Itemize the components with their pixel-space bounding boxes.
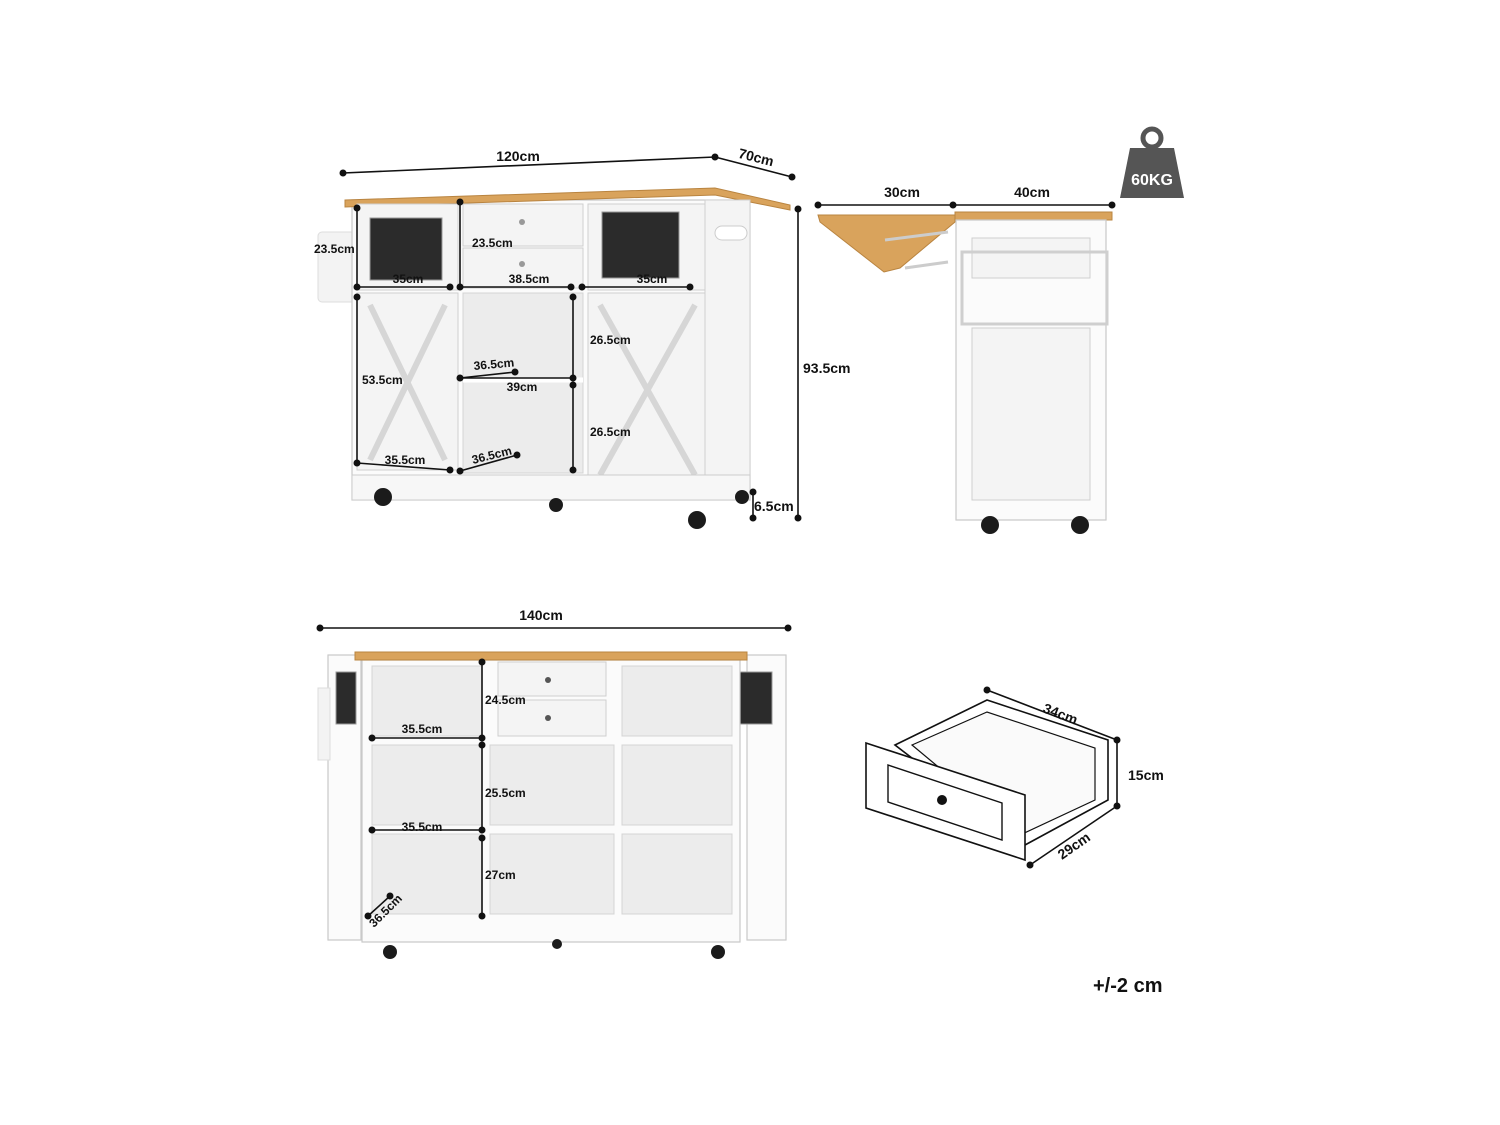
- drawer-bottom: [497, 699, 607, 737]
- wheel: [1071, 516, 1089, 534]
- height-label: 93.5cm: [803, 360, 850, 376]
- wheel: [688, 511, 706, 529]
- front-view: 120cm 70cm 23.5cm 23.5cm 35cm 38.5cm 35c…: [314, 145, 850, 529]
- tolerance-note: +/-2 cm: [1093, 975, 1162, 997]
- left-door-width-label: 35.5cm: [385, 453, 426, 467]
- drawer-height-label: 15cm: [1128, 767, 1164, 783]
- side-panel: [971, 327, 1091, 501]
- knob-icon: [519, 219, 525, 225]
- wheel: [374, 488, 392, 506]
- body-depth-label: 40cm: [1014, 184, 1050, 200]
- wheel: [549, 498, 563, 512]
- drawer-top: [462, 203, 584, 247]
- open-shelf: [462, 292, 584, 474]
- flap-width-label: 30cm: [884, 184, 920, 200]
- lower-height-label: 27cm: [485, 868, 516, 882]
- wheel-height-label: 6.5cm: [754, 498, 794, 514]
- mesh-panel: [369, 217, 443, 281]
- countertop: [354, 651, 748, 661]
- top-cabinet-height-label: 23.5cm: [314, 242, 355, 256]
- left-door: [356, 292, 459, 471]
- right-lower-height-label: 26.5cm: [590, 425, 631, 439]
- towel-rack: [960, 250, 1109, 326]
- towel-bar: [714, 225, 748, 241]
- drawer-height-label: 23.5cm: [472, 236, 513, 250]
- drawer-bottom: [462, 247, 584, 289]
- left-door-height-label: 53.5cm: [362, 373, 403, 387]
- upper-shelf-width-label: 35.5cm: [402, 722, 443, 736]
- weight-label: 60KG: [1131, 172, 1173, 189]
- knob-icon: [937, 795, 947, 805]
- wheel: [735, 490, 749, 504]
- wheel: [981, 516, 999, 534]
- right-upper-height-label: 26.5cm: [590, 333, 631, 347]
- open-view: 140cm 24.5cm 35.5cm 25.5cm 35.5cm 27cm 3…: [316, 607, 792, 959]
- countertop: [344, 187, 791, 211]
- drawer-top: [497, 661, 607, 697]
- knob-icon: [519, 261, 525, 267]
- shelf-width-label: 39cm: [507, 380, 538, 394]
- dimension-lines: [339, 153, 802, 522]
- side-view: 30cm 40cm: [814, 184, 1116, 534]
- lower-shelf-width-label: 35.5cm: [402, 820, 443, 834]
- side-panel: [704, 199, 751, 491]
- shelf-depth-upper-label: 36.5cm: [473, 355, 515, 372]
- drawer-width-label: 29cm: [1055, 829, 1094, 863]
- extended-width-label: 140cm: [519, 607, 563, 623]
- side-drawer: [971, 237, 1091, 279]
- width-label: 120cm: [496, 148, 540, 164]
- drawer-height-label: 24.5cm: [485, 693, 526, 707]
- top-right-width-label: 35cm: [637, 272, 668, 286]
- top-left-width-label: 35cm: [393, 272, 424, 286]
- weight-icon: 60KG: [1120, 126, 1184, 198]
- drawer-view: 34cm 15cm 29cm: [865, 686, 1164, 869]
- drawer-width-label: 38.5cm: [509, 272, 550, 286]
- middle-height-label: 25.5cm: [485, 786, 526, 800]
- base: [351, 474, 751, 501]
- depth-label: 70cm: [737, 145, 776, 169]
- countertop: [954, 211, 1113, 221]
- mesh-panel: [601, 211, 680, 279]
